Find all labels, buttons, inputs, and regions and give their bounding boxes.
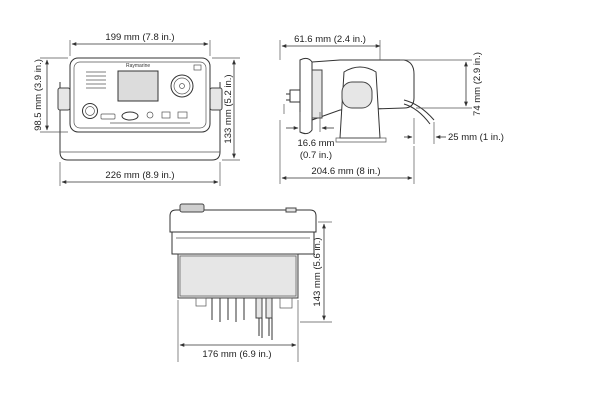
side-depth-label: 61.6 mm (2.4 in.): [294, 34, 366, 45]
side-bracket-knob: [341, 81, 373, 109]
ptt-button: [121, 111, 139, 121]
total-depth-label: 204.6 mm (8 in.): [311, 166, 380, 177]
side-height-label: 74 mm (2.9 in.): [472, 52, 483, 116]
top-width-label: 176 mm (6.9 in.): [202, 349, 271, 360]
side-view: 61.6 mm (2.4 in.) 74 mm (2.9 in.) 16.6 m…: [279, 34, 504, 184]
display-screen: [117, 70, 159, 102]
top-view: 143 mm (5.6 in.) 176 mm (6.9 in.): [169, 203, 332, 362]
bracket-height-label: 133 mm (5.2 in.): [223, 74, 234, 143]
front-height-label: 98.5 mm (3.9 in.): [33, 59, 44, 131]
scan-icon: [146, 111, 154, 119]
side-front-knob: [289, 89, 301, 103]
front-width-label: 199 mm (7.8 in.): [105, 32, 174, 43]
dsc-icon: [177, 111, 188, 119]
top-flange: [169, 209, 317, 233]
top-height-label: 143 mm (5.6 in.): [312, 237, 323, 306]
brand-label: Raymarine: [126, 63, 150, 69]
speaker-grille: [86, 71, 106, 89]
knob-depth-label-1: 16.6 mm: [298, 138, 335, 149]
left-bracket-knob: [57, 87, 71, 111]
top-lower-body: [177, 253, 299, 299]
rear-connectors: [195, 297, 293, 340]
channel-button: [100, 113, 116, 120]
cable-clearance-label: 25 mm (1 in.): [448, 132, 504, 143]
front-view: Raymarine 199 mm (7.8 in.) 98.5 mm (3.9 …: [33, 32, 240, 186]
volume-knob: [82, 103, 98, 119]
bracket-width-label: 226 mm (8.9 in.): [105, 170, 174, 181]
right-bracket-knob: [209, 87, 223, 111]
side-flange: [311, 69, 323, 119]
menu-icon: [161, 111, 171, 119]
top-knob: [179, 203, 205, 213]
top-clip: [285, 207, 297, 213]
corner-indicator-icon: [193, 64, 202, 71]
top-upper-body: [171, 231, 315, 255]
side-bezel: [299, 57, 313, 135]
knob-depth-label-2: (0.7 in.): [300, 150, 332, 161]
